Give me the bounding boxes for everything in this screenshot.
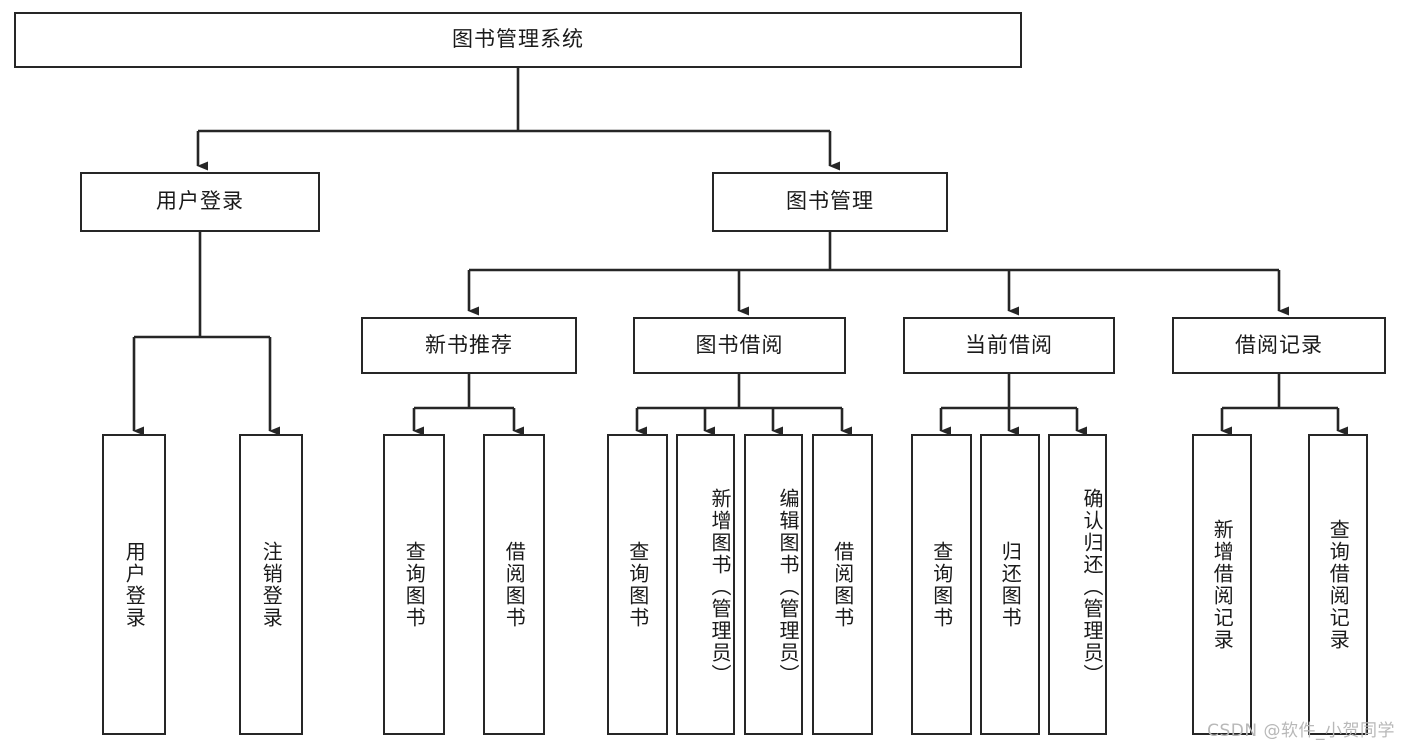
node-book-management-label: 图书管理 — [786, 189, 874, 214]
leaf-new-book-query-book[interactable]: 查询图书 — [383, 434, 445, 735]
leaf-book-borrow-query-book[interactable]: 查询图书 — [607, 434, 668, 735]
leaf-new-book-query-book-label: 查询图书 — [402, 540, 427, 629]
node-user-login-label: 用户登录 — [156, 189, 244, 214]
leaf-current-borrow-query-book-label: 查询图书 — [929, 540, 954, 629]
node-borrow-record[interactable]: 借阅记录 — [1172, 317, 1386, 374]
leaf-book-borrow-query-book-label: 查询图书 — [625, 540, 650, 629]
leaf-user-login-signin[interactable]: 用户登录 — [102, 434, 166, 735]
node-book-borrow[interactable]: 图书借阅 — [633, 317, 846, 374]
leaf-user-login-signout-label: 注销登录 — [259, 540, 284, 629]
leaf-new-book-borrow-book-label: 借阅图书 — [502, 540, 527, 629]
leaf-book-borrow-add-book[interactable]: 新增图书（管理员） — [676, 434, 735, 735]
leaf-borrow-record-add-record[interactable]: 新增借阅记录 — [1192, 434, 1252, 735]
leaf-current-borrow-confirm-return-label: 确认归还（管理员） — [1080, 487, 1104, 686]
node-book-borrow-label: 图书借阅 — [695, 332, 784, 357]
node-new-book-recommend[interactable]: 新书推荐 — [361, 317, 577, 374]
leaf-book-borrow-borrow-book[interactable]: 借阅图书 — [812, 434, 873, 735]
node-book-management[interactable]: 图书管理 — [712, 172, 948, 232]
leaf-user-login-signin-label: 用户登录 — [122, 540, 147, 629]
leaf-current-borrow-return-book-label: 归还图书 — [998, 540, 1023, 629]
node-current-borrow[interactable]: 当前借阅 — [903, 317, 1115, 374]
node-user-login[interactable]: 用户登录 — [80, 172, 320, 232]
leaf-borrow-record-query-record-label: 查询借阅记录 — [1326, 518, 1351, 651]
leaf-new-book-borrow-book[interactable]: 借阅图书 — [483, 434, 545, 735]
leaf-book-borrow-add-book-label: 新增图书（管理员） — [708, 487, 732, 686]
leaf-book-borrow-borrow-book-label: 借阅图书 — [830, 540, 855, 629]
node-root-system[interactable]: 图书管理系统 — [14, 12, 1022, 68]
node-current-borrow-label: 当前借阅 — [965, 332, 1053, 357]
leaf-book-borrow-edit-book[interactable]: 编辑图书（管理员） — [744, 434, 803, 735]
leaf-book-borrow-edit-book-label: 编辑图书（管理员） — [776, 487, 800, 686]
leaf-current-borrow-query-book[interactable]: 查询图书 — [911, 434, 972, 735]
leaf-borrow-record-add-record-label: 新增借阅记录 — [1210, 518, 1235, 651]
node-root-system-label: 图书管理系统 — [452, 27, 584, 52]
leaf-user-login-signout[interactable]: 注销登录 — [239, 434, 303, 735]
leaf-borrow-record-query-record[interactable]: 查询借阅记录 — [1308, 434, 1368, 735]
node-borrow-record-label: 借阅记录 — [1235, 332, 1323, 357]
leaf-current-borrow-return-book[interactable]: 归还图书 — [980, 434, 1040, 735]
leaf-current-borrow-confirm-return[interactable]: 确认归还（管理员） — [1048, 434, 1107, 735]
node-new-book-recommend-label: 新书推荐 — [425, 332, 513, 357]
